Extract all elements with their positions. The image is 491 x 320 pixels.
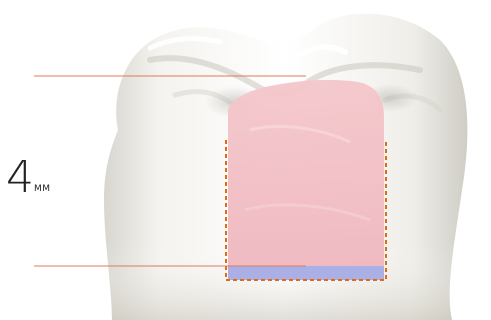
restoration-filling [228, 80, 384, 268]
measurement-value: 4 [6, 156, 33, 200]
base-liner-layer [228, 266, 384, 280]
measurement-unit: MM [34, 185, 51, 194]
depth-measurement-label: 4 MM [6, 156, 51, 200]
